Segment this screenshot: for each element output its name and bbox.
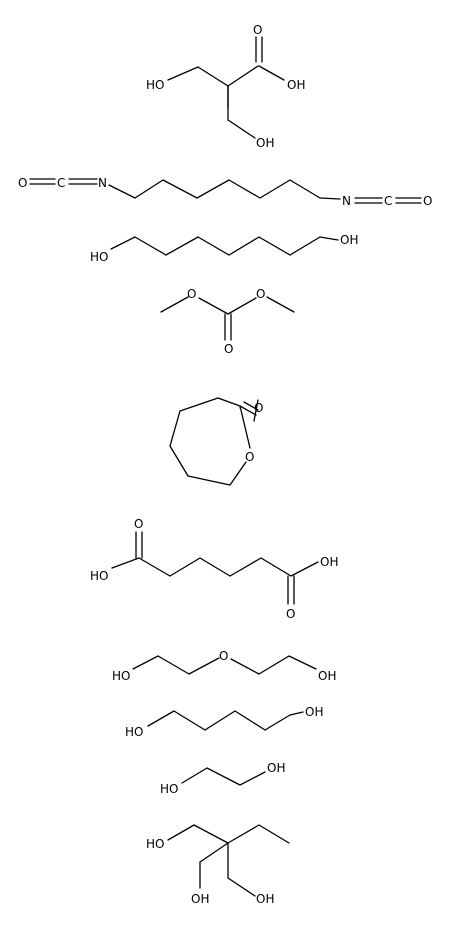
hdi-right-carbon: C: [384, 194, 392, 208]
molecule-dimethyl-carbonate: O O O: [160, 287, 295, 356]
molecule-caprolactone: O O: [169, 397, 263, 486]
dmc-left-ether-oxygen: O: [187, 287, 196, 301]
hdi-left-carbon: C: [57, 176, 65, 190]
caprolactone-carbonyl-oxygen: O: [254, 401, 263, 415]
molecule-adipic-acid: O HO OH O: [90, 517, 338, 621]
tmp-bottom-left-hydroxyl: OH: [191, 892, 209, 906]
adipic-top-carbonyl-oxygen: O: [134, 517, 143, 531]
caprolactone-ring-oxygen: O: [245, 450, 254, 464]
hexanediol-left-hydroxyl: HO: [90, 250, 108, 264]
tmp-bottom-right-hydroxyl: OH: [256, 892, 274, 906]
molecule-hexamethylene-diisocyanate: O C N N C O: [18, 176, 432, 208]
butanediol-left-hydroxyl: HO: [125, 725, 143, 739]
dmc-right-ether-oxygen: O: [256, 287, 265, 301]
ethylene-glycol-left-hydroxyl: HO: [160, 782, 178, 796]
deg-right-hydroxyl: OH: [318, 669, 336, 683]
tmp-top-hydroxyl: HO: [146, 837, 164, 851]
adipic-left-hydroxyl: HO: [90, 569, 108, 583]
deg-left-hydroxyl: HO: [112, 669, 130, 683]
molecule-dimethylolpropionic-acid: O OH HO OH: [146, 23, 305, 150]
dmpa-carbonyl-oxygen: O: [253, 23, 262, 37]
hdi-right-nitrogen: N: [342, 194, 351, 208]
adipic-right-hydroxyl: OH: [320, 555, 338, 569]
dmpa-left-hydroxyl: HO: [146, 78, 164, 92]
hdi-left-oxygen: O: [18, 176, 27, 190]
hdi-left-nitrogen: N: [98, 176, 107, 190]
dmpa-acid-hydroxyl: OH: [287, 78, 305, 92]
molecule-ethylene-glycol: HO OH: [160, 761, 285, 796]
dmpa-bottom-hydroxyl: OH: [256, 136, 274, 150]
adipic-bottom-carbonyl-oxygen: O: [286, 607, 295, 621]
dmc-carbonyl-oxygen: O: [224, 342, 233, 356]
hdi-right-oxygen: O: [423, 194, 432, 208]
ethylene-glycol-right-hydroxyl: OH: [267, 761, 285, 775]
hexanediol-right-hydroxyl: OH: [340, 233, 358, 247]
deg-ether-oxygen: O: [219, 649, 228, 663]
molecule-hexanediol: HO OH: [90, 233, 358, 264]
butanediol-right-hydroxyl: OH: [305, 705, 323, 719]
molecule-diethylene-glycol: HO O OH: [112, 649, 336, 683]
molecule-butanediol: HO OH: [125, 705, 323, 739]
molecule-trimethylolpropane: HO OH OH: [146, 824, 290, 906]
